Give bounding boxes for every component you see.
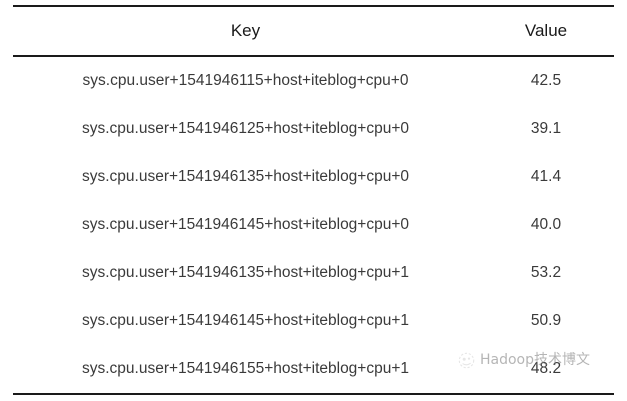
- cell-value: 53.2: [530, 264, 562, 281]
- table-body: sys.cpu.user+1541946115+host+iteblog+cpu…: [13, 56, 614, 395]
- cell-value: 42.5: [530, 72, 562, 89]
- table-row: sys.cpu.user+1541946145+host+iteblog+cpu…: [13, 201, 614, 249]
- cell-key: sys.cpu.user+1541946145+host+iteblog+cpu…: [81, 216, 410, 233]
- table-row: sys.cpu.user+1541946145+host+iteblog+cpu…: [13, 297, 614, 345]
- cell-value: 50.9: [530, 312, 562, 329]
- table-row: sys.cpu.user+1541946125+host+iteblog+cpu…: [13, 105, 614, 153]
- cell-value: 39.1: [530, 120, 562, 137]
- cell-key: sys.cpu.user+1541946135+host+iteblog+cpu…: [81, 168, 410, 185]
- cell-key: sys.cpu.user+1541946135+host+iteblog+cpu…: [81, 264, 410, 281]
- cell-key: sys.cpu.user+1541946145+host+iteblog+cpu…: [81, 312, 410, 329]
- cell-value: 41.4: [530, 168, 562, 185]
- table-row: sys.cpu.user+1541946135+host+iteblog+cpu…: [13, 153, 614, 201]
- table-row: sys.cpu.user+1541946155+host+iteblog+cpu…: [13, 345, 614, 395]
- table-header-row: Key Value: [13, 6, 614, 56]
- cell-value: 48.2: [478, 345, 614, 395]
- table-header: Key Value: [13, 6, 614, 56]
- cell-value: 40.0: [530, 216, 562, 233]
- cell-key: sys.cpu.user+1541946125+host+iteblog+cpu…: [81, 120, 410, 137]
- table-row: sys.cpu.user+1541946135+host+iteblog+cpu…: [13, 249, 614, 297]
- cell-key: sys.cpu.user+1541946155+host+iteblog+cpu…: [13, 345, 478, 395]
- key-value-table-container: Key Value sys.cpu.user+1541946115+host+i…: [13, 5, 614, 395]
- column-header-value: Value: [524, 21, 568, 40]
- table-row: sys.cpu.user+1541946115+host+iteblog+cpu…: [13, 56, 614, 105]
- key-value-table: Key Value sys.cpu.user+1541946115+host+i…: [13, 5, 614, 395]
- cell-key: sys.cpu.user+1541946115+host+iteblog+cpu…: [82, 72, 409, 89]
- column-header-key: Key: [230, 21, 261, 40]
